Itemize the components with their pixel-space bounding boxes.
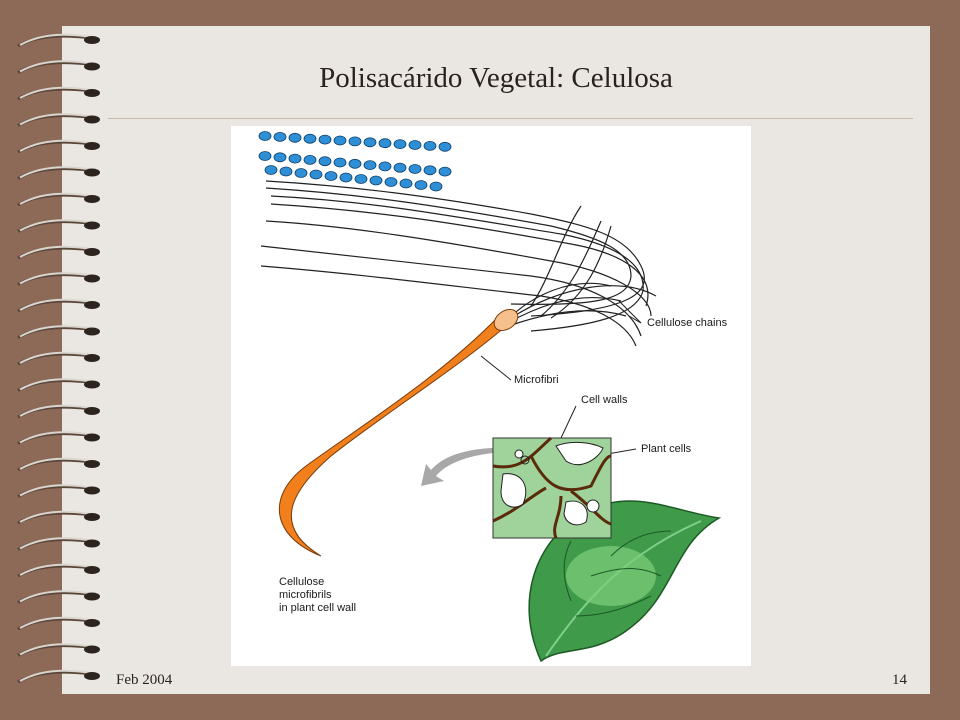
glucose-unit [393,139,407,150]
label-cellulose-chains: Cellulose chains [647,317,728,329]
cellulose-strands [260,180,657,347]
glucose-unit [333,157,347,168]
glucose-unit [408,140,422,150]
label-plant-cells: Plant cells [641,443,692,455]
glucose-unit [258,151,272,161]
glucose-unit [324,171,338,181]
slide-title: Polisacárido Vegetal: Celulosa [319,62,673,94]
glucose-unit [384,177,398,187]
glucose-unit [378,138,392,149]
glucose-unit [414,180,428,190]
glucose-unit [318,134,332,145]
footer-date: Feb 2004 [116,672,173,688]
glucose-unit [273,152,287,163]
figure-caption: Cellulose microfibrils in plant cell wal… [279,576,357,614]
glucose-unit [438,141,452,152]
plant-cell-inset [492,436,612,539]
glucose-unit [294,168,308,178]
label-microfibril: Microfibri [514,374,559,386]
glucose-chains [258,131,452,192]
leaf-icon [528,500,722,663]
microfibril [278,315,515,557]
glucose-unit [354,174,368,184]
glucose-unit [399,178,413,189]
glucose-unit [279,166,293,177]
glucose-unit [288,153,302,164]
glucose-unit [348,136,362,147]
cellulose-diagram [258,131,722,663]
glucose-unit [318,156,332,167]
curved-arrow-icon [421,448,493,486]
glucose-unit [309,169,323,180]
glucose-unit [438,166,452,177]
glucose-unit [303,133,317,144]
glucose-unit [273,131,287,142]
glucose-unit [303,155,317,165]
glucose-unit [348,158,362,169]
label-cell-walls: Cell walls [581,394,628,406]
glucose-unit [423,140,437,151]
glucose-unit [429,181,443,192]
spiral-binding-icon [17,33,100,684]
cellulose-figure: Cellulose chains Microfibri Cell walls P… [231,126,751,666]
glucose-unit [339,172,353,183]
glucose-unit [333,135,347,146]
glucose-unit [288,132,302,143]
glucose-unit [393,162,407,173]
glucose-unit [408,164,422,174]
glucose-unit [423,165,437,176]
glucose-unit [264,165,278,175]
glucose-unit [378,161,392,172]
title-divider [108,118,913,119]
page-number: 14 [892,672,907,688]
glucose-unit [363,137,377,148]
glucose-unit [369,175,383,186]
glucose-unit [363,160,377,170]
glucose-unit [258,131,272,141]
